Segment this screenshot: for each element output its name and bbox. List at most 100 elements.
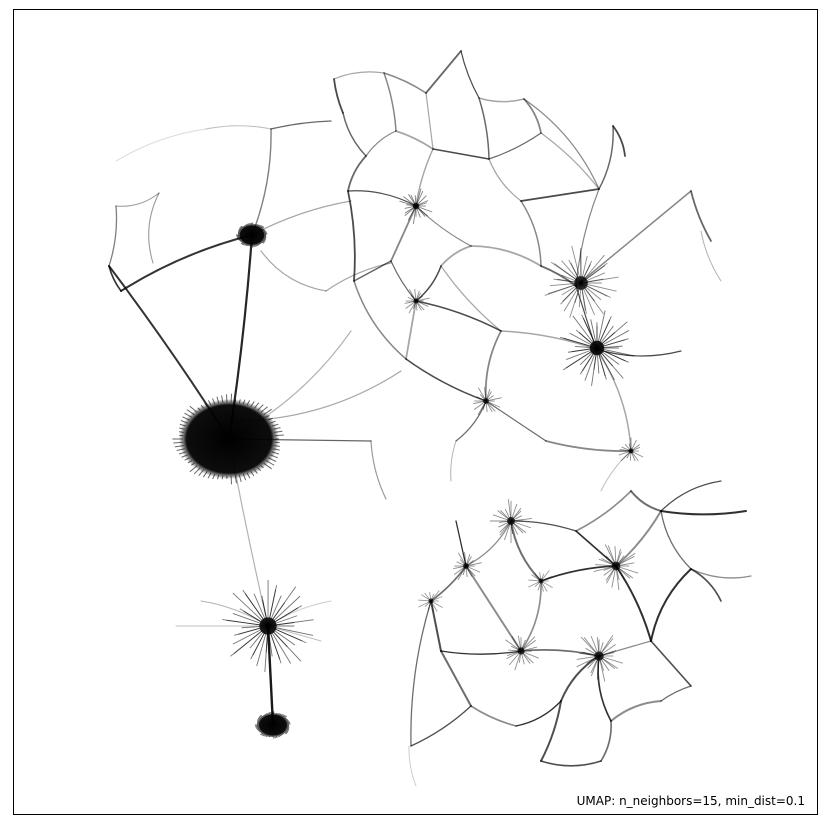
cluster-rim-stroke: [263, 408, 272, 416]
cluster-rim-stroke: [265, 460, 275, 466]
cluster-rim-stroke: [238, 399, 241, 404]
cluster-rim-stroke: [241, 242, 245, 245]
graph-edge: [540, 760, 602, 767]
graph-edge: [410, 600, 432, 747]
cluster-rim-stroke: [181, 454, 188, 458]
cluster-rim-stroke: [260, 731, 263, 734]
graph-edge: [430, 600, 442, 652]
cluster-rim-stroke: [258, 243, 261, 245]
cluster-rim-stroke: [207, 400, 212, 406]
cluster-rim-stroke: [273, 448, 280, 451]
cluster-rim-stroke: [280, 733, 283, 736]
cluster-rim-stroke: [221, 475, 224, 480]
graph-edge: [540, 565, 617, 582]
graph-edge: [470, 245, 542, 267]
graph-edge: [383, 72, 427, 94]
graph-edge: [440, 650, 522, 655]
graph-edge: [610, 700, 662, 722]
starburst-cluster: [576, 635, 623, 682]
cluster-rim-stroke: [200, 404, 205, 409]
graph-edge: [600, 720, 612, 762]
cluster-core: [538, 578, 544, 584]
cluster-rim-stroke: [265, 713, 268, 716]
graph-edge: [333, 71, 385, 80]
cluster-rim-stroke: [262, 240, 265, 243]
graph-edge: [205, 125, 272, 130]
graph-edge: [484, 330, 502, 402]
cluster-core: [589, 340, 605, 356]
graph-edge: [478, 97, 525, 103]
starburst-cluster: [404, 288, 430, 314]
cluster-rim-stroke: [257, 718, 260, 721]
cluster-rim-stroke: [262, 228, 264, 230]
cluster-rim-stroke: [281, 733, 284, 735]
cluster-rim-stroke: [221, 395, 224, 403]
dense-cluster-large: [179, 399, 279, 479]
cluster-rim-stroke: [282, 714, 286, 718]
graph-edge: [108, 265, 122, 292]
cluster-rim-stroke: [263, 230, 266, 232]
cluster-rim-stroke: [274, 445, 280, 447]
graph-edge: [690, 190, 712, 242]
cluster-rim-stroke: [286, 728, 290, 730]
graph-edge: [520, 580, 542, 652]
cluster-rim-stroke: [174, 445, 184, 448]
graph-edge: [660, 510, 692, 570]
cluster-rim-stroke: [285, 718, 288, 720]
cluster-core: [259, 617, 277, 635]
graph-edge: [465, 565, 522, 652]
cluster-rim-stroke: [268, 457, 277, 463]
graph-edge: [600, 450, 632, 492]
graph-edge: [460, 50, 480, 99]
cluster-rim-stroke: [245, 224, 248, 226]
cluster-core: [594, 651, 604, 661]
graph-edge: [370, 440, 387, 500]
cluster-rim-stroke: [281, 714, 285, 717]
starburst-cluster: [618, 437, 644, 462]
cluster-rim-stroke: [243, 243, 246, 246]
graph-edge: [650, 568, 692, 642]
cluster-rim-stroke: [257, 720, 260, 722]
cluster-rim-stroke: [261, 733, 265, 736]
cluster-rim-stroke: [246, 472, 251, 479]
cluster-rim-stroke: [256, 728, 260, 730]
graph-edge: [390, 205, 417, 262]
cluster-rim-stroke: [186, 409, 195, 416]
cluster-rim-stroke: [274, 434, 284, 437]
cluster-rim-stroke: [212, 398, 216, 405]
cluster-core: [611, 561, 621, 571]
graph-edge: [347, 190, 356, 282]
cluster-rim-stroke: [256, 244, 259, 247]
cluster-rim-stroke: [184, 457, 190, 461]
graph-edge: [520, 200, 542, 267]
graph-edge: [148, 192, 160, 264]
graph-edge: [353, 280, 407, 360]
cluster-rim-stroke: [184, 412, 193, 418]
cluster-rim-stroke: [242, 399, 246, 405]
graph-edge: [115, 192, 160, 207]
graph-edge: [430, 565, 467, 602]
cluster-rim-stroke: [259, 731, 262, 733]
cluster-rim-stroke: [240, 241, 244, 245]
cluster-rim-stroke: [275, 735, 278, 739]
graph-edge: [560, 655, 600, 702]
graph-edge: [440, 650, 472, 707]
cluster-rim-stroke: [267, 735, 269, 738]
graph-edge: [660, 510, 747, 516]
cluster-rim-stroke: [191, 462, 195, 466]
graph-edge: [120, 234, 253, 292]
starburst-cluster: [399, 188, 433, 224]
graph-edge: [520, 649, 600, 657]
graph-edge: [342, 112, 367, 157]
cluster-rim-stroke: [286, 720, 289, 722]
graph-edge: [515, 700, 562, 727]
cluster-core: [483, 398, 489, 404]
cluster-rim-stroke: [257, 243, 260, 246]
cluster-rim-stroke: [180, 420, 188, 424]
cluster-rim-stroke: [268, 712, 271, 715]
dense-cluster-small: [238, 224, 266, 246]
cluster-rim-stroke: [193, 467, 201, 475]
graph-edge: [690, 568, 752, 579]
graph-edge: [440, 245, 472, 267]
cluster-rim-stroke: [250, 401, 255, 407]
